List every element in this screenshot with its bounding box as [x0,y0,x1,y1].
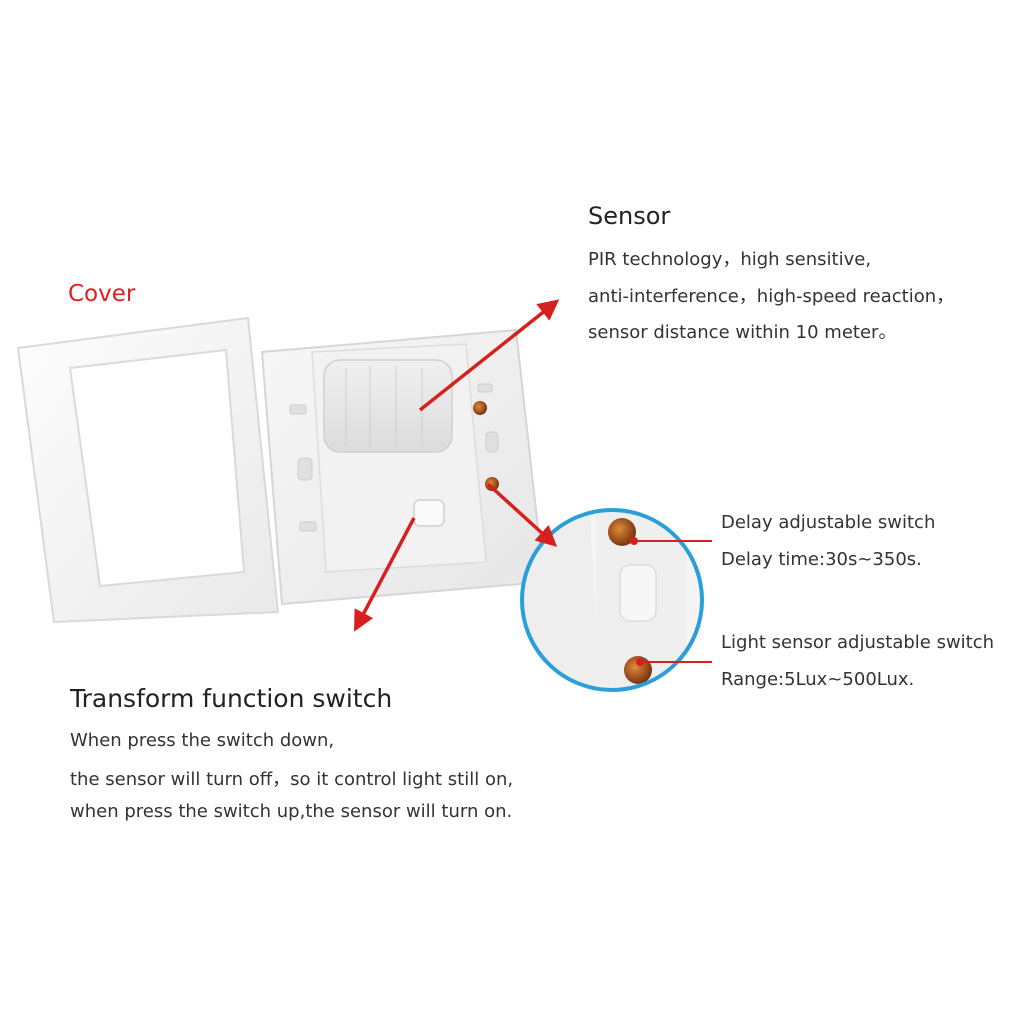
sensor-desc-line: PIR technology，high sensitive, [588,249,872,270]
delay-switch-range: Delay time:30s~350s. [721,549,922,570]
zoom-ring [520,508,704,692]
sensor-arrow [418,299,560,412]
light-knob [485,477,499,491]
light-switch-title: Light sensor adjustable switch [721,632,995,653]
delay-switch-title: Delay adjustable switch [721,512,936,533]
pir-lens [323,359,453,453]
transform-switch [413,499,445,527]
transform-arrow [354,517,416,632]
sensor-plate [260,328,546,606]
sensor-desc-line: anti-interference，high-speed reaction， [588,286,955,307]
light-switch-range: Range:5Lux~500Lux. [721,669,915,690]
sensor-desc-line: sensor distance within 10 meter。 [588,322,897,343]
transform-desc-line: the sensor will turn off，so it control l… [70,769,514,790]
sensor-title: Sensor [588,202,671,230]
transform-desc-line: when press the switch up,the sensor will… [70,801,513,822]
zoom-detail [520,508,712,692]
cover-frame [16,316,280,624]
cover-label: Cover [68,281,136,307]
transform-switch-title: Transform function switch [70,684,393,713]
zoom-arrow [486,482,558,547]
delay-knob [473,401,487,415]
transform-desc-line: When press the switch down, [70,730,335,751]
